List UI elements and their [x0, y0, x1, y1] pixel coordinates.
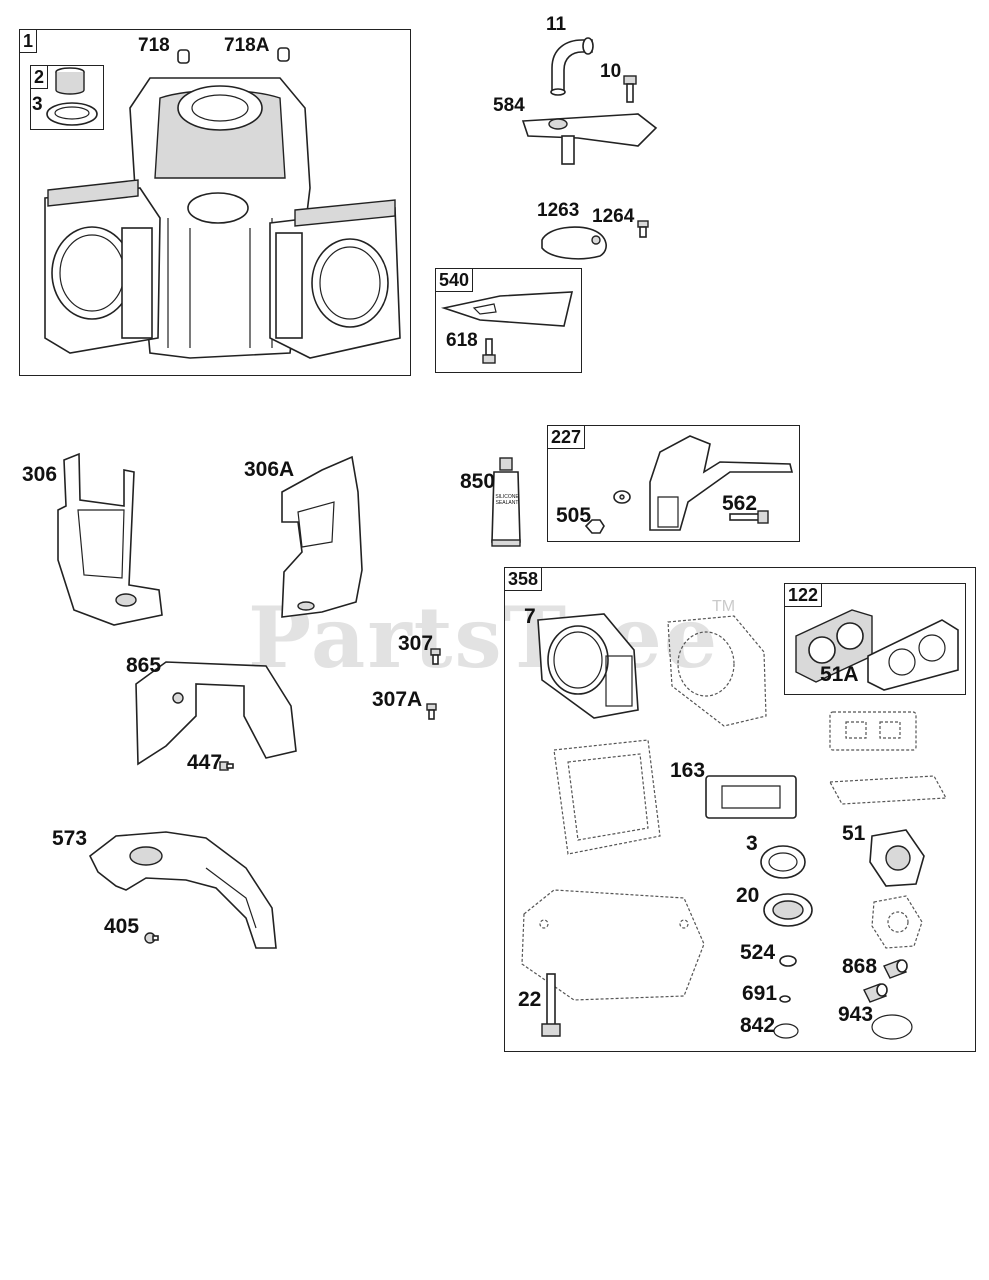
head-gasket-ghost-drawing	[667, 615, 767, 727]
screw-1264-drawing[interactable]	[636, 219, 650, 239]
sealant-tube-text: SILICONE SEALANT	[495, 494, 519, 506]
label-505: 505	[556, 504, 592, 527]
seal-3-drawing[interactable]	[758, 842, 808, 882]
label-447: 447	[187, 751, 223, 774]
lever-1263-drawing[interactable]	[538, 222, 618, 262]
box-227-bracket	[547, 425, 800, 542]
ring-842-drawing[interactable]	[772, 1022, 800, 1040]
box-1-cylinder	[19, 29, 411, 376]
box-358-gasket-set	[504, 567, 976, 1052]
baffle-573-drawing[interactable]	[86, 828, 286, 954]
label-307: 307	[398, 632, 434, 655]
screw-405-drawing[interactable]	[143, 931, 159, 947]
ref-tag-122[interactable]: 122	[784, 583, 823, 607]
label-842: 842	[740, 1014, 776, 1037]
ref-tag-2[interactable]: 2	[30, 65, 49, 89]
sleeve-bushing-drawing[interactable]	[50, 66, 90, 96]
label-1263: 1263	[537, 200, 580, 221]
cylinder-block-drawing[interactable]	[40, 68, 401, 368]
ref-tag-1[interactable]: 1	[19, 29, 38, 53]
label-11: 11	[546, 14, 567, 35]
crankcase-gasket-ghost-drawing	[521, 889, 705, 1001]
trademark-symbol: TM	[712, 598, 736, 615]
label-51: 51	[842, 822, 866, 845]
label-718a: 718A	[224, 35, 270, 56]
valve-cover-gasket-ghost-drawing	[553, 739, 661, 855]
o-ring-943-drawing[interactable]	[870, 1012, 914, 1042]
washer-drawing[interactable]	[612, 487, 632, 507]
box-122-gasket-kit	[784, 583, 966, 695]
screw-618-drawing[interactable]	[482, 337, 498, 367]
label-691: 691	[742, 982, 778, 1005]
breather-plate-584-drawing[interactable]	[518, 106, 658, 166]
label-306a: 306A	[244, 458, 295, 481]
label-3-top: 3	[32, 94, 43, 115]
shroud-865-drawing[interactable]	[126, 656, 298, 768]
label-524: 524	[740, 941, 776, 964]
label-718: 718	[138, 35, 170, 56]
label-163: 163	[670, 759, 706, 782]
screw-307-drawing[interactable]	[430, 648, 442, 666]
gasket-51-drawing[interactable]	[866, 826, 928, 890]
gasket-163-drawing[interactable]	[704, 772, 800, 822]
gasket-ghost-51-drawing	[871, 895, 923, 949]
breather-tube-drawing[interactable]	[542, 28, 598, 98]
nut-505-drawing[interactable]	[584, 518, 606, 536]
ref-tag-540[interactable]: 540	[435, 268, 474, 292]
bracket-227-drawing[interactable]	[640, 432, 800, 532]
label-10: 10	[600, 61, 622, 82]
label-943: 943	[838, 1003, 874, 1026]
dowel-pin-718a-drawing[interactable]	[276, 46, 292, 64]
baffle-540-drawing[interactable]	[440, 290, 580, 330]
label-22: 22	[518, 988, 542, 1011]
label-868: 868	[842, 955, 878, 978]
ref-tag-227[interactable]: 227	[547, 425, 586, 449]
intake-gasket-ghost-drawing	[829, 711, 917, 751]
bolt-22-drawing[interactable]	[540, 972, 562, 1042]
gasket-ghost-right-drawing	[829, 775, 947, 805]
intake-gasket-122-drawing[interactable]	[792, 606, 962, 692]
box-2-kit	[30, 65, 104, 130]
ring-691-drawing[interactable]	[778, 994, 792, 1004]
screw-447-drawing[interactable]	[219, 759, 235, 775]
label-3: 3	[746, 832, 758, 855]
label-306: 306	[22, 463, 58, 486]
screw-562-drawing[interactable]	[728, 509, 770, 525]
silicone-sealant-tube-drawing[interactable]	[488, 456, 524, 548]
label-618: 618	[446, 330, 478, 351]
label-307a: 307A	[372, 688, 423, 711]
label-1264: 1264	[592, 206, 635, 227]
label-573: 573	[52, 827, 88, 850]
label-20: 20	[736, 884, 760, 907]
oil-seal-drawing-top[interactable]	[44, 100, 100, 128]
box-540-baffle	[435, 268, 582, 373]
screw-307a-drawing[interactable]	[426, 703, 438, 721]
ref-tag-358[interactable]: 358	[504, 567, 543, 591]
screw-10-drawing[interactable]	[622, 74, 638, 104]
ring-524-drawing[interactable]	[778, 954, 798, 968]
head-gasket-7-drawing[interactable]	[534, 610, 642, 722]
dowel-pin-718-drawing[interactable]	[176, 48, 192, 66]
label-850: 850	[460, 470, 496, 493]
seal-20-drawing[interactable]	[760, 890, 816, 932]
label-584: 584	[493, 95, 525, 116]
label-7: 7	[524, 605, 536, 628]
label-405: 405	[104, 915, 140, 938]
shroud-306a-drawing[interactable]	[262, 452, 372, 632]
label-51a: 51A	[820, 663, 859, 686]
label-865: 865	[126, 654, 162, 677]
seal-868-drawing[interactable]	[880, 956, 910, 982]
label-562: 562	[722, 492, 758, 515]
shroud-306-drawing[interactable]	[54, 450, 174, 630]
seal-943-upper-drawing[interactable]	[860, 980, 890, 1006]
